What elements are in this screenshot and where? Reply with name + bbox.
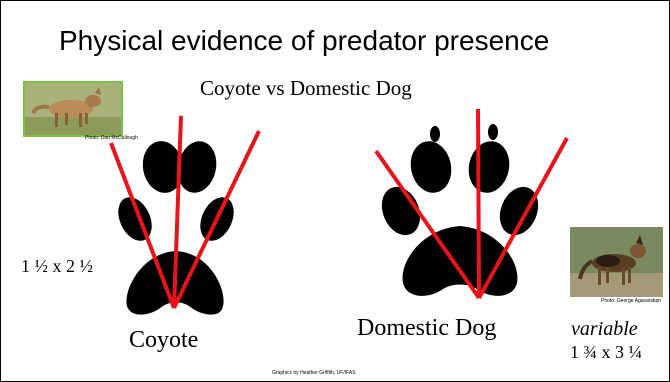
graphics-credit: Graphics by Heather Griffith, UF/IFAS (272, 370, 356, 376)
coyote-label: Coyote (129, 327, 198, 354)
coyote-track-size: 1 ½ x 2 ½ (21, 256, 93, 277)
dog-photo (570, 227, 663, 297)
dog-label: Domestic Dog (357, 315, 496, 342)
dog-photo-image (570, 227, 663, 297)
dog-photo-credit: Photo: George Agasandian (601, 298, 661, 304)
dog-variable-note: variable (571, 318, 638, 341)
dog-track-size: 1 ¾ x 3 ¼ (570, 342, 642, 363)
